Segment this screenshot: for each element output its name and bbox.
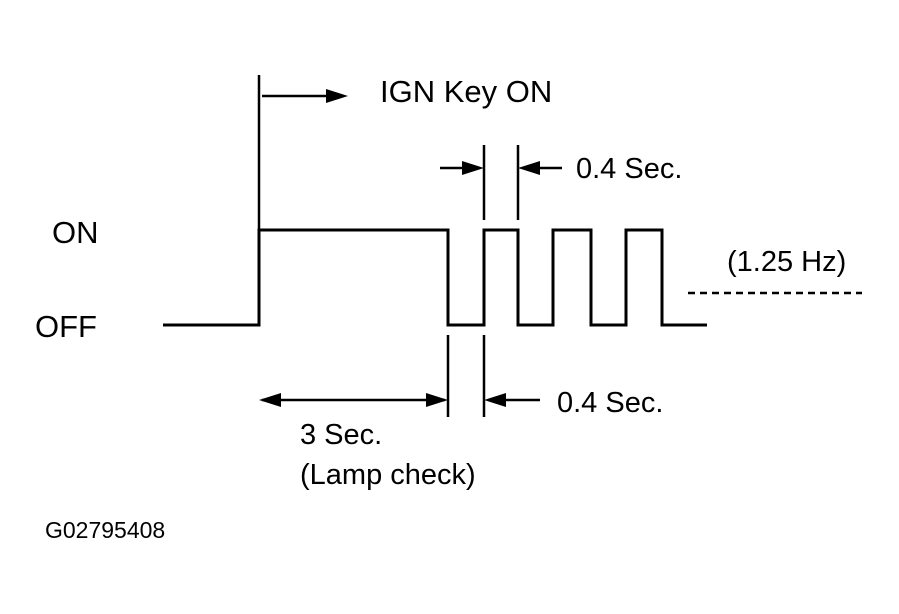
ign-key-on-arrow-head [326, 89, 348, 103]
blink-frequency-label: (1.25 Hz) [727, 246, 846, 278]
lamp-check-label: (Lamp check) [300, 459, 476, 491]
lamp-signal-waveform [163, 228, 707, 327]
pulse-width-arrow-left-head [462, 161, 484, 175]
off-state-label: OFF [35, 309, 97, 344]
figure-id: G02795408 [45, 517, 165, 543]
lamp-check-arrow-right-head [426, 393, 448, 407]
off-gap-label: 0.4 Sec. [557, 387, 663, 419]
ign-key-on-label: IGN Key ON [380, 74, 552, 109]
lamp-check-duration-label: 3 Sec. [300, 419, 382, 451]
lamp-check-arrow-left-head [259, 393, 281, 407]
off-gap-arrow-right-head [484, 393, 506, 407]
on-state-label: ON [52, 215, 99, 250]
pulse-width-arrow-right-head [518, 161, 540, 175]
pulse-width-label: 0.4 Sec. [576, 153, 682, 185]
